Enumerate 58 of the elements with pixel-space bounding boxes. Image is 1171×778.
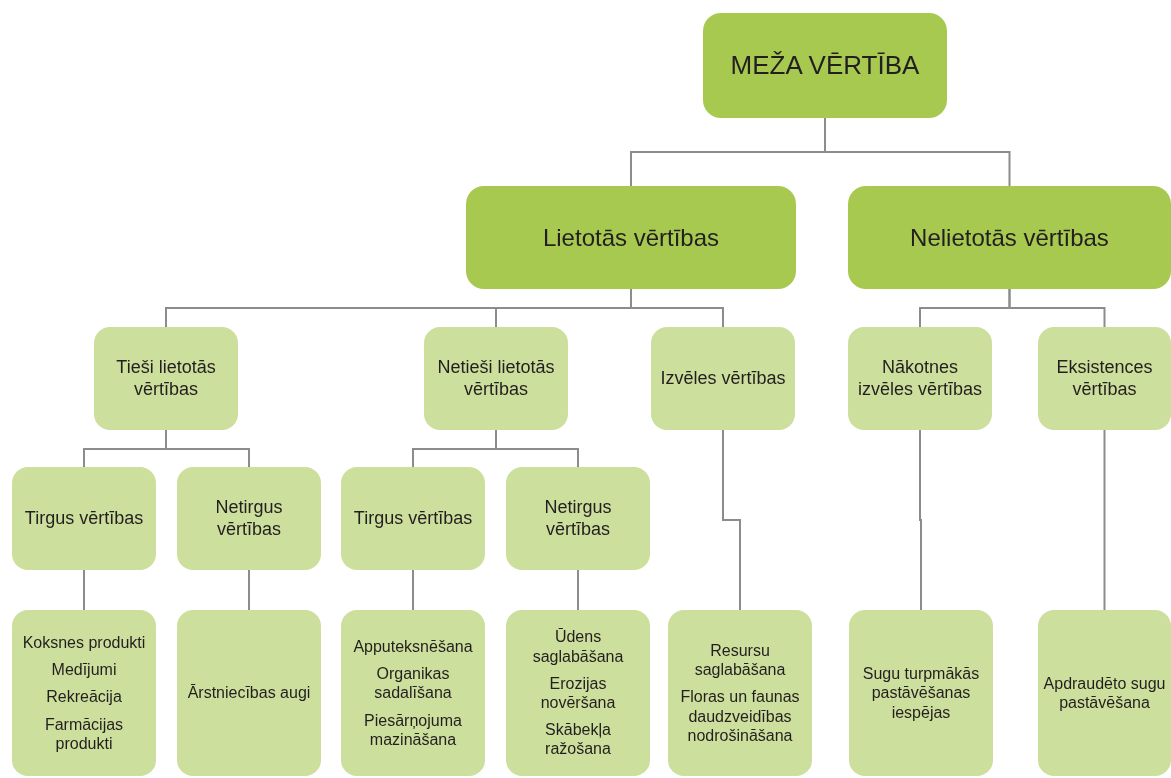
node-label: Floras un faunas daudzveidības nodrošināšana (679, 687, 801, 745)
connector-line (83, 569, 85, 611)
example-box (1038, 610, 1171, 776)
connector-line (824, 117, 1011, 187)
node-label: Medījumi (51, 660, 117, 680)
node-label: MEŽA VĒRTĪBA (730, 49, 920, 82)
node-label: Apputeksnēšana (353, 637, 473, 657)
node-label: Apdraudēto sugu pastāvēšana (1042, 673, 1167, 713)
value-box (94, 327, 238, 430)
node-label: Tieši lietotās vērtības (115, 356, 217, 401)
node-label: Lietotās vērtības (542, 222, 720, 253)
node-label: Rekreācija (46, 687, 122, 707)
category-box (466, 186, 796, 289)
category-box (848, 186, 1171, 289)
connector-line (630, 288, 724, 328)
connector-line (495, 429, 579, 468)
node-label: Tirgus vērtības (353, 507, 473, 530)
node-label: Netirgus vērtības (543, 496, 613, 541)
node-label: Nelietotās vērtības (910, 222, 1109, 253)
example-box (177, 610, 321, 776)
node-label: Netieši lietotās vērtības (436, 356, 556, 401)
connector-line (577, 569, 579, 611)
node-label: Ārstniecības augi (187, 683, 311, 703)
example-box (849, 610, 993, 776)
node-label: Organikas sadalīšana (373, 664, 453, 703)
node-label: Skābekļa ražošana (544, 720, 612, 759)
node-label: Farmācijas produkti (43, 714, 125, 753)
value-box (177, 467, 321, 570)
node-label: Eksistences vērtības (1055, 356, 1154, 401)
connector-line (248, 569, 250, 611)
node-label: Koksnes produkti (22, 633, 146, 653)
node-label: Erozijas novēršana (539, 673, 617, 713)
node-label: Nākotnes izvēles vērtības (856, 356, 984, 401)
value-box (341, 467, 485, 570)
example-box (506, 610, 650, 776)
connector-line (165, 429, 250, 468)
example-box (341, 610, 485, 776)
connector-line (722, 429, 741, 611)
example-box (668, 610, 812, 776)
value-box (651, 327, 795, 430)
node-label: Tirgus vērtības (24, 507, 144, 530)
root-box (703, 13, 947, 118)
node-label: Izvēles vērtības (660, 367, 786, 390)
node-label: Netirgus vērtības (214, 496, 284, 541)
value-box (424, 327, 568, 430)
node-label: Piesārņojuma mazināšana (363, 710, 463, 749)
connector-line (919, 429, 922, 611)
value-box (1038, 327, 1171, 430)
node-label: Sugu turpmākās pastāvēšanas iespējas (861, 664, 981, 722)
example-box (12, 610, 156, 776)
value-box (848, 327, 992, 430)
node-label: Resursu saglabāšana (693, 641, 787, 680)
connector-line (412, 569, 414, 611)
connector-line (1103, 429, 1106, 611)
value-box (506, 467, 650, 570)
node-label: Ūdens saglabāšana (531, 627, 625, 666)
value-box (12, 467, 156, 570)
connector-line (1008, 288, 1106, 328)
